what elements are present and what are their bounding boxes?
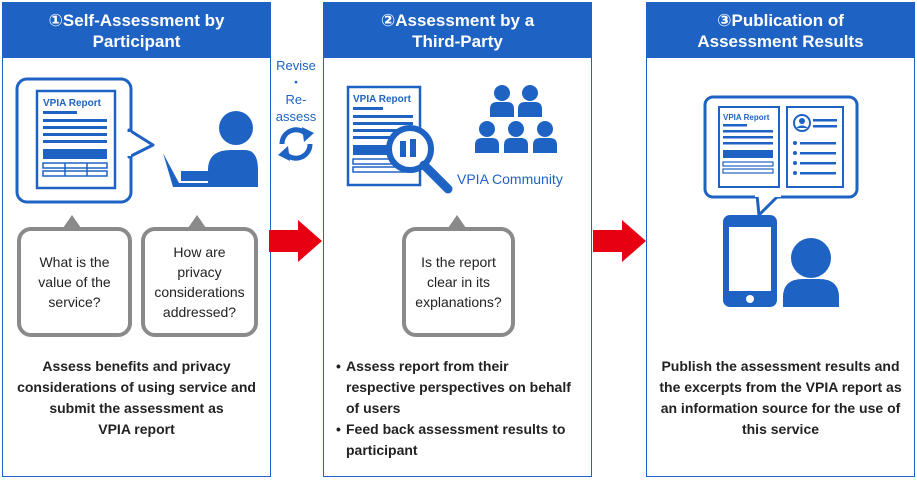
panel-header: ①Self-Assessment by Participant	[3, 3, 270, 58]
cycle-arrows-icon	[278, 127, 314, 161]
flow-arrow	[593, 220, 646, 262]
question-pointer	[448, 215, 466, 228]
bullet-line: Feed back assessment results to	[346, 421, 566, 437]
description-line: Assess benefits and privacy	[42, 358, 231, 374]
panel-title-line2: Third-Party	[412, 31, 503, 51]
participant-illustration: VPIA Report	[15, 77, 258, 204]
panel-header: ③Publication of Assessment Results	[647, 3, 914, 58]
description-line: an information source for the use of	[660, 400, 901, 416]
cycle-dot: ・	[289, 75, 303, 90]
panel-publication: ③Publication of Assessment Results VPIA …	[646, 2, 915, 477]
question-text: value of the	[38, 274, 111, 290]
panel-header: ②Assessment by a Third-Party	[324, 3, 591, 58]
question-pointer	[188, 215, 206, 228]
bullet-line: of users	[346, 400, 401, 416]
panel-title-line2: Assessment Results	[697, 31, 864, 51]
description-line: VPIA report	[98, 421, 175, 437]
cycle-label: Revise ・ Re- assess	[270, 57, 322, 125]
description-line: this service	[741, 421, 820, 437]
cycle-assess: assess	[275, 109, 317, 124]
publication-illustration: VPIA Report	[703, 95, 859, 307]
description-line: submit the assessment as	[49, 400, 224, 416]
question-pointer	[63, 215, 81, 228]
cycle-re: Re-	[285, 92, 307, 107]
bullet-line: participant	[346, 442, 418, 458]
report-document-icon: VPIA Report	[35, 89, 117, 190]
report-document-icon: VPIA Report	[718, 106, 780, 188]
third-party-illustration: VPIA Report VPIA Community	[346, 85, 563, 194]
panel-description: Assess benefits and privacy consideratio…	[3, 356, 270, 440]
flow-arrow	[269, 220, 322, 262]
question-text: clear in its	[426, 274, 491, 290]
user-icon	[783, 238, 839, 307]
question-bubble-clarity: Is the report clear in its explanations?	[402, 227, 515, 337]
description-line: Publish the assessment results and	[661, 358, 900, 374]
description-line: considerations of using service and	[17, 379, 256, 395]
smartphone-icon	[723, 215, 777, 307]
question-text: privacy	[177, 264, 222, 280]
panel-self-assessment: ①Self-Assessment by Participant VPIA Rep…	[2, 2, 271, 477]
question-text: explanations?	[415, 294, 502, 310]
description-line: the excerpts from the VPIA report as	[659, 379, 902, 395]
question-text: considerations	[154, 284, 245, 300]
bullet-item: Assess report from their respective pers…	[336, 356, 591, 419]
person-laptop-icon	[163, 111, 258, 187]
panel-title-line1: ③Publication of	[717, 10, 844, 30]
panel-title-line1: ②Assessment by a	[380, 10, 535, 30]
cycle-revise: Revise	[276, 58, 316, 73]
question-bubble-value: What is the value of the service?	[17, 227, 132, 337]
panel-description: Publish the assessment results and the e…	[647, 356, 914, 440]
panel-title-line2: Participant	[92, 31, 181, 51]
profile-document-icon	[786, 106, 844, 188]
question-bubble-privacy: How are privacy considerations addressed…	[141, 227, 258, 337]
report-label: VPIA Report	[43, 98, 102, 109]
panel-title-line1: ①Self-Assessment by	[48, 10, 225, 30]
bullet-line: respective perspectives on behalf	[346, 379, 571, 395]
community-group-icon	[475, 85, 557, 153]
question-text: How are	[173, 244, 226, 260]
question-text: service?	[48, 294, 101, 310]
bullet-item: Feed back assessment results to particip…	[336, 419, 591, 461]
report-label: VPIA Report	[723, 113, 770, 122]
question-text: What is the	[39, 254, 110, 270]
report-label: VPIA Report	[353, 94, 412, 105]
question-text: addressed?	[162, 304, 237, 320]
question-text: Is the report	[421, 254, 496, 270]
community-label: VPIA Community	[457, 171, 563, 187]
bullet-line: Assess report from their	[346, 358, 509, 374]
panel-bullets: Assess report from their respective pers…	[324, 356, 591, 461]
panel-third-party: ②Assessment by a Third-Party VPIA Report	[323, 2, 592, 477]
magnifier-icon	[386, 125, 453, 194]
